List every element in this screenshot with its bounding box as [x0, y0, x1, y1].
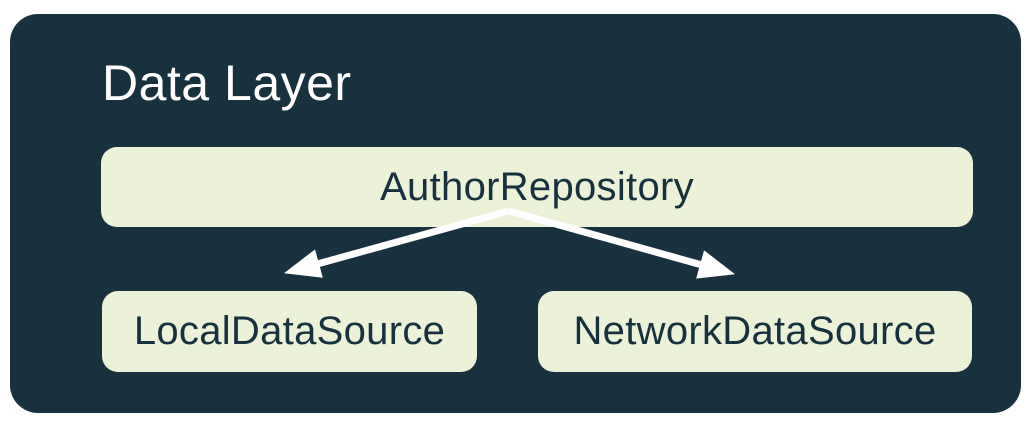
- node-author-repository-label: AuthorRepository: [380, 164, 694, 209]
- data-layer-container: Data Layer AuthorRepository LocalDataSou…: [10, 14, 1021, 413]
- node-author-repository: AuthorRepository: [101, 147, 973, 227]
- node-local-data-source: LocalDataSource: [102, 291, 477, 372]
- node-network-data-source: NetworkDataSource: [538, 291, 972, 372]
- node-local-data-source-label: LocalDataSource: [133, 309, 446, 353]
- diagram-title: Data Layer: [102, 55, 352, 111]
- node-network-data-source-label: NetworkDataSource: [573, 309, 937, 353]
